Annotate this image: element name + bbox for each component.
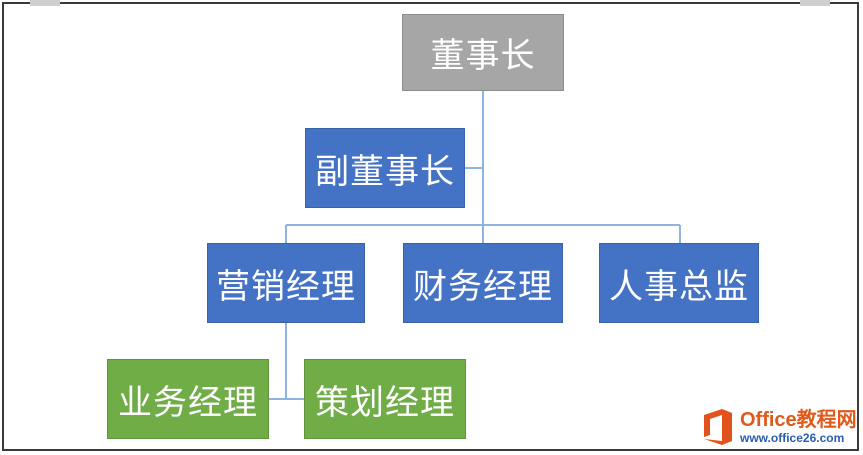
node-marketing-manager-label: 营销经理 (216, 266, 356, 307)
watermark: Office教程网 www.office26.com (700, 405, 858, 449)
office-logo-icon (700, 407, 736, 447)
node-business-manager[interactable]: 业务经理 (107, 359, 269, 439)
node-vice-chairman-label: 副董事长 (315, 151, 455, 192)
node-hr-director-label: 人事总监 (609, 266, 749, 307)
node-finance-manager-label: 财务经理 (413, 266, 553, 307)
node-marketing-manager[interactable]: 营销经理 (207, 243, 365, 323)
corner-mark-left (30, 0, 60, 6)
node-chairman[interactable]: 董事长 (402, 14, 564, 91)
node-finance-manager[interactable]: 财务经理 (403, 243, 563, 323)
node-hr-director[interactable]: 人事总监 (599, 243, 759, 323)
node-vice-chairman[interactable]: 副董事长 (305, 128, 465, 208)
node-chairman-label: 董事长 (430, 36, 536, 76)
corner-mark-right (800, 0, 830, 6)
watermark-brand: Office教程网 (740, 409, 857, 431)
node-planning-manager-label: 策划经理 (315, 382, 455, 423)
node-business-manager-label: 业务经理 (118, 382, 258, 423)
node-planning-manager[interactable]: 策划经理 (304, 359, 466, 439)
watermark-url: www.office26.com (740, 431, 845, 445)
